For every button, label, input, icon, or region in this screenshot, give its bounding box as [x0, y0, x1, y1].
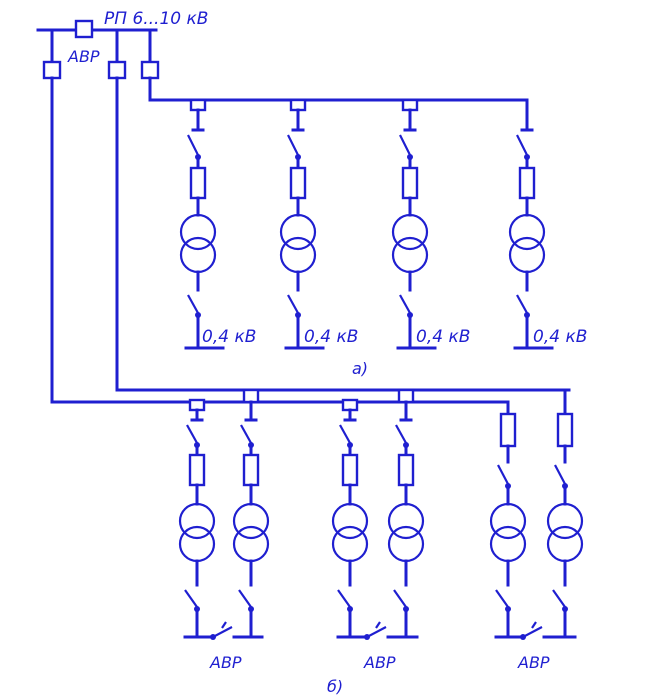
tap-box: [397, 388, 415, 404]
transformer-icon: [546, 502, 584, 540]
transformer-branch: [489, 412, 527, 639]
fuse-icon: [518, 166, 536, 200]
transformer-branch: [232, 400, 270, 639]
feeder-box-3: [140, 60, 160, 80]
avr-label-top: АВР: [67, 47, 100, 66]
part-a-label: а): [352, 359, 368, 378]
transformer-icon: [179, 213, 217, 251]
transformer-icon: [391, 213, 429, 251]
fuse-icon: [341, 453, 359, 487]
low-voltage-bus-with-tie: [494, 621, 577, 640]
avr-label-2: АВР: [363, 653, 396, 672]
transformer-branch: [546, 412, 584, 639]
fuse-icon: [499, 412, 517, 448]
transformer-icon: [331, 502, 369, 540]
transformer-branch: [331, 408, 369, 639]
transformer-icon: [508, 213, 546, 251]
part-b-scheme: АВР: [178, 388, 584, 696]
avr-label-3: АВР: [517, 653, 550, 672]
fuse-icon: [401, 166, 419, 200]
low-voltage-bus-with-tie: [336, 621, 419, 640]
transformer-branch: [279, 108, 325, 350]
fuse-icon: [242, 453, 260, 487]
transformer-branch: [178, 408, 216, 639]
voltage-label-1: 0,4 кВ: [202, 327, 256, 347]
feeder-box-1: [42, 60, 62, 80]
avr-label-1: АВР: [209, 653, 242, 672]
feeder-box-2: [107, 60, 127, 80]
low-voltage-bus-with-tie: [183, 621, 264, 640]
transformer-icon: [489, 502, 527, 540]
voltage-label-2: 0,4 кВ: [304, 327, 358, 347]
transformer-icon: [279, 213, 317, 251]
fuse-icon: [188, 453, 206, 487]
transformer-branch: [387, 400, 425, 639]
sectional-switch-box: [74, 19, 94, 39]
voltage-label-3: 0,4 кВ: [416, 327, 470, 347]
voltage-label-4: 0,4 кВ: [533, 327, 587, 347]
transformer-icon: [232, 502, 270, 540]
transformer-branch: [179, 108, 225, 350]
fuse-icon: [556, 412, 574, 448]
tap-box: [242, 388, 260, 404]
transformer-icon: [387, 502, 425, 540]
distribution-point: РП 6...10 кВ АВР: [36, 9, 208, 80]
title-label: РП 6...10 кВ: [104, 9, 208, 29]
fuse-icon: [289, 166, 307, 200]
fuse-icon: [397, 453, 415, 487]
transformer-branch: [391, 108, 437, 350]
part-a-scheme: 0,4 кВ 0,4 кВ: [179, 98, 587, 378]
part-b-label: б): [327, 677, 343, 696]
feeder-lines: [50, 76, 571, 404]
transformer-icon: [178, 502, 216, 540]
fuse-icon: [189, 166, 207, 200]
transformer-branch: [508, 98, 554, 350]
